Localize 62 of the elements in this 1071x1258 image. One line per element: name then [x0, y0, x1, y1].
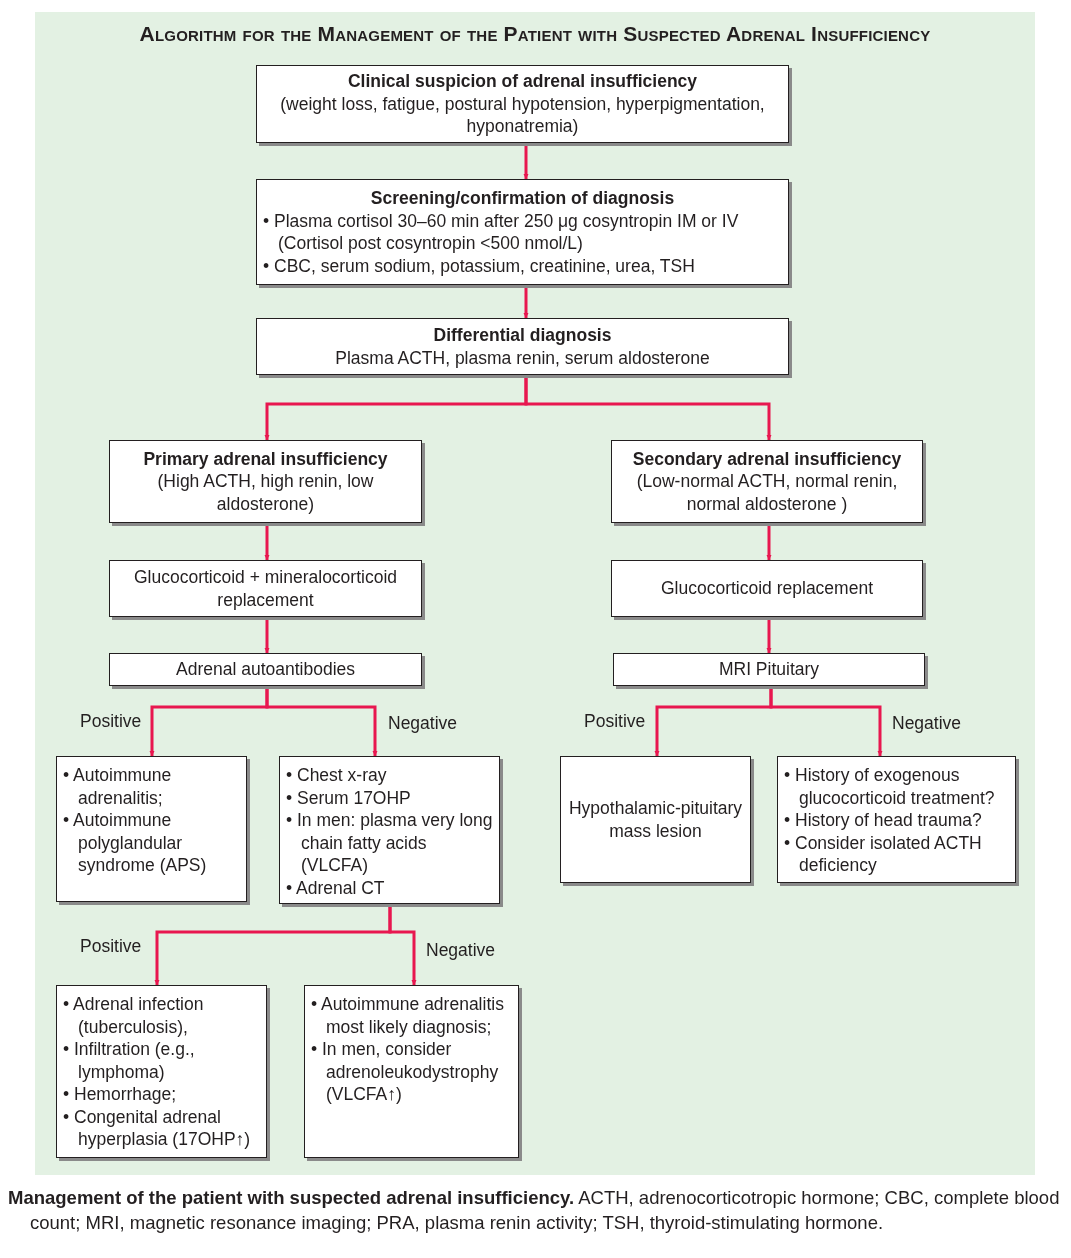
box-text: MRI Pituitary [717, 658, 821, 681]
bullet-item: • CBC, serum sodium, potassium, creatinine, urea, TSH [263, 254, 696, 277]
box-text: (Low-normal ACTH, normal renin, normal aldosterone ) [635, 470, 899, 516]
bullet-item: • Hemorrhage; [63, 1083, 178, 1106]
process-box [611, 440, 923, 523]
box-text: (High ACTH, high renin, low aldosterone) [156, 470, 375, 516]
box-text: Hypothalamic-pituitary mass lesion [567, 797, 744, 842]
process-box [613, 653, 925, 686]
box-text: Glucocorticoid + mineralocorticoid replacement [132, 566, 399, 611]
bullet-item: • Autoimmune polyglandular syndrome (APS) [63, 809, 208, 877]
bullet-item: • Adrenal CT [286, 876, 386, 899]
arrow [523, 285, 529, 318]
process-box [611, 560, 923, 617]
edge-label: Negative [892, 713, 962, 734]
edge-label: Positive [584, 711, 646, 732]
process-box [560, 756, 751, 883]
bullet-item: • In men, consider adrenoleukodystrophy (VLCFA↑) [311, 1038, 500, 1106]
bullet-item: • Plasma cortisol 30–60 min after 250 μg cosyntropin IM or IV (Cortisol post cosyntropin <500 nmol/L) [263, 209, 740, 255]
bullet-item: • In men: plasma very long chain fatty acids (VLCFA) [286, 809, 493, 877]
arrow [388, 904, 417, 985]
box-heading: Secondary adrenal insufficiency [631, 447, 903, 471]
edge-label: Positive [80, 711, 142, 732]
process-box [256, 65, 789, 143]
box-heading: Primary adrenal insufficiency [142, 447, 389, 471]
box-heading: Differential diagnosis [432, 324, 613, 347]
bullet-item: • Chest x-ray [286, 764, 388, 787]
process-box [56, 985, 267, 1158]
process-box [256, 318, 789, 375]
bullet-item: • History of head trauma? [784, 809, 983, 832]
box-heading: Screening/confirmation of diagnosis [369, 187, 676, 210]
arrow [524, 375, 772, 440]
diagram-title: Algorithm for the Management of the Patient with Suspected Adrenal Insufficiency [138, 22, 932, 46]
bullet-item: • Congenital adrenal hyperplasia (17OHP↑) [63, 1105, 252, 1151]
process-box [109, 653, 422, 686]
edge-label: Negative [426, 940, 496, 961]
bullet-item: • Infiltration (e.g., lymphoma) [63, 1038, 196, 1083]
bullet-item: • Consider isolated ACTH deficiency [784, 831, 983, 877]
figure-caption: Management of the patient with suspected adrenal insufficiency. ACTH, adrenocorticotropic hormone; CBC, complete blood count; MRI, magnetic resonance imaging; PRA, plasma renin activity; TSH, thyroid-stimulating hormone. [8, 1186, 1061, 1235]
box-text: (weight loss, fatigue, postural hypotension, hyperpigmentation, hyponatremia) [279, 92, 766, 138]
arrow [766, 617, 772, 653]
arrow [766, 523, 772, 560]
arrow [264, 617, 270, 653]
box-heading: Clinical suspicion of adrenal insufficiency [346, 70, 699, 93]
process-box [256, 179, 789, 285]
process-box [304, 985, 519, 1158]
arrow [523, 143, 529, 179]
bullet-item: • Autoimmune adrenalitis most likely diagnosis; [311, 993, 505, 1038]
process-box [56, 756, 247, 902]
process-box [109, 560, 422, 617]
box-text: Adrenal autoantibodies [175, 658, 356, 681]
process-box [777, 756, 1016, 883]
box-text: Glucocorticoid replacement [659, 577, 874, 600]
bullet-item: • Adrenal infection (tuberculosis), [63, 993, 205, 1038]
bullet-item: • History of exogenous glucocorticoid treatment? [784, 764, 996, 809]
arrow [264, 523, 270, 560]
edge-label: Negative [388, 713, 458, 734]
process-box [279, 756, 500, 904]
bullet-item: • Serum 17OHP [286, 786, 412, 809]
bullet-item: • Autoimmune adrenalitis; [63, 764, 173, 809]
edge-label: Positive [80, 936, 142, 957]
process-box [109, 440, 422, 523]
box-text: Plasma ACTH, plasma renin, serum aldosterone [334, 346, 711, 369]
